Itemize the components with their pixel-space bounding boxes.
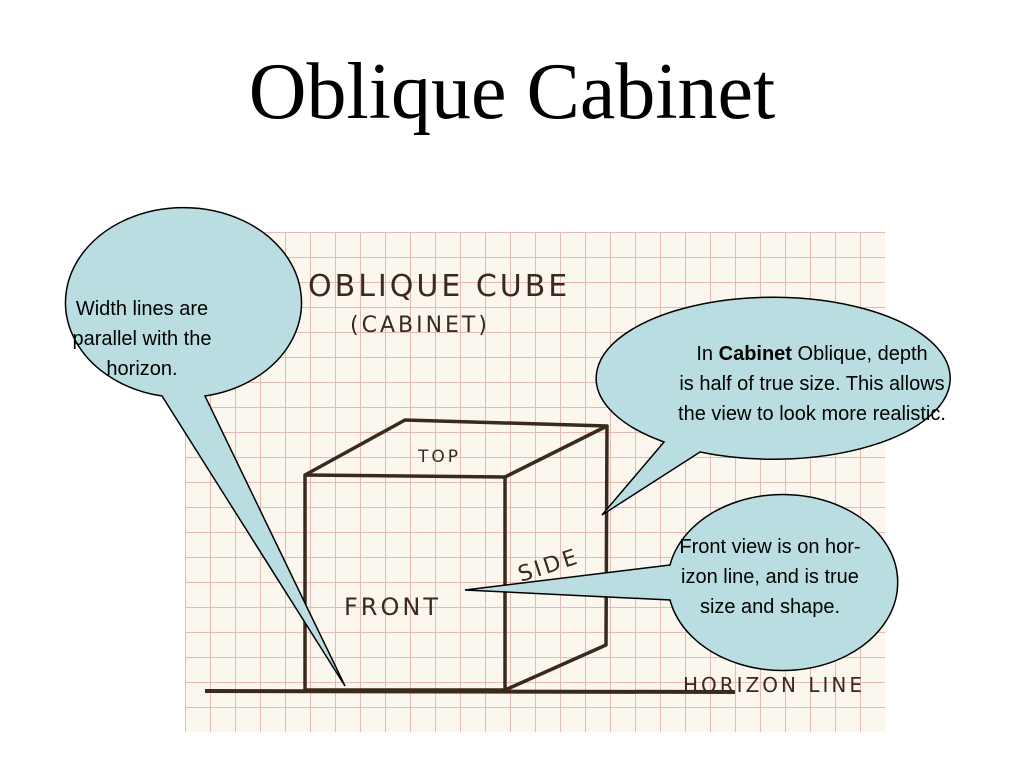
callout-width-lines-bubble xyxy=(64,206,346,687)
horizon-line-label: HORIZON LINE xyxy=(683,673,865,697)
callout-front-view-text: Front view is on hor- izon line, and is … xyxy=(679,536,861,618)
slide-title: Oblique Cabinet xyxy=(248,48,776,136)
drawing-heading: OBLIQUE CUBE xyxy=(308,269,570,304)
callout-cabinet-depth-text: In Cabinet Oblique, depth is half of tru… xyxy=(678,343,946,425)
cube-label-front: FRONT xyxy=(344,593,441,621)
cube-side-face xyxy=(504,425,609,692)
drawing-subheading: (CABINET) xyxy=(350,313,490,338)
cube-top-face xyxy=(304,418,609,479)
callout-front-view-bubble xyxy=(464,493,899,672)
callout-cabinet-depth-bubble xyxy=(595,296,951,516)
callout-width-lines-text: Width lines are parallel with the horizo… xyxy=(72,298,212,380)
cube-label-top: TOP xyxy=(417,447,461,467)
